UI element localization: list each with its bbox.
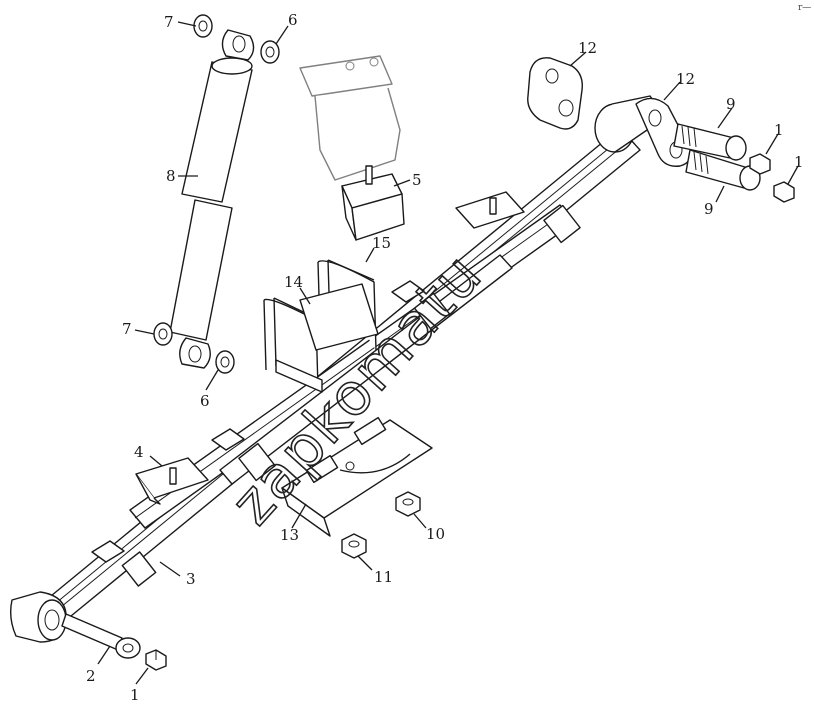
callout-11: 12	[676, 70, 695, 88]
callout-8: 8	[166, 167, 176, 185]
washer-7-lower	[153, 322, 173, 346]
leader-lines	[97, 21, 799, 685]
spring-seat	[281, 416, 433, 537]
callout-2: 2	[86, 667, 96, 685]
corner-mark: r—	[798, 3, 811, 13]
callout-1-upper-right: 1	[774, 121, 784, 139]
shackle-pin-upper	[673, 123, 747, 161]
callout-15: 15	[372, 234, 391, 252]
u-bolt-14	[263, 297, 323, 393]
rubber-seat-rear	[455, 191, 525, 229]
callout-13: 13	[280, 526, 299, 544]
callout-9-right: 10	[426, 525, 445, 543]
callout-9-left: 11	[374, 568, 393, 586]
callout-5: 5	[412, 171, 422, 189]
callout-7-upper: 7	[164, 13, 174, 31]
u-bolt-nut-right	[395, 491, 421, 517]
callout-7-lower: 7	[122, 320, 132, 338]
callout-10: 12	[578, 39, 597, 57]
callout-4: 4	[134, 443, 144, 461]
shackle-plate	[527, 57, 583, 130]
shackle-pin-lower	[685, 149, 761, 191]
callout-6-upper: 6	[288, 11, 298, 29]
shackle-nut-lower	[773, 181, 795, 203]
shock-absorber	[169, 29, 255, 369]
front-bolt-nut	[145, 649, 167, 671]
upper-bracket	[299, 55, 401, 181]
callout-6-lower: 6	[200, 392, 210, 410]
washer-6-lower	[215, 350, 235, 374]
callout-1-lower-right: 1	[794, 153, 804, 171]
rubber-seat-front	[135, 457, 209, 505]
shackle-nut-upper	[749, 153, 771, 175]
bump-stop	[341, 165, 405, 241]
callout-3: 3	[186, 570, 196, 588]
callout-12-lower: 9	[704, 200, 714, 218]
leaf-spring	[39, 127, 641, 626]
u-bolt-15	[299, 259, 379, 351]
callout-12-upper: 9	[726, 95, 736, 113]
callout-14: 14	[284, 273, 303, 291]
front-spring-eye	[9, 591, 67, 643]
u-bolt-nut-left	[341, 533, 367, 559]
callout-1-front: 1	[130, 686, 140, 704]
washer-6-upper	[260, 40, 280, 64]
washer-7-upper	[193, 14, 213, 38]
front-pin	[61, 613, 141, 659]
